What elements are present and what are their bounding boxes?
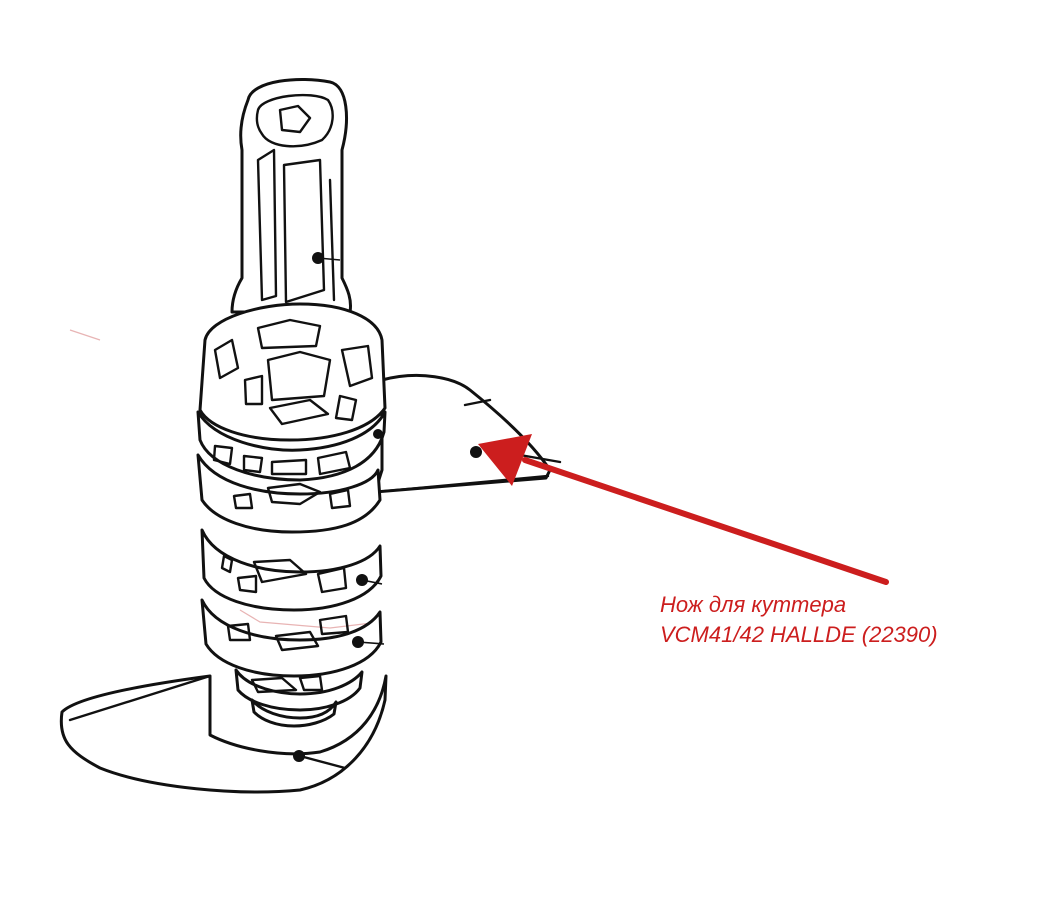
part-caption: Нож для куттера VCM41/42 HALLDE (22390)	[660, 590, 938, 650]
upper-blade-rivet	[470, 446, 482, 458]
upper-blade	[373, 373, 562, 494]
bottom-blade	[59, 674, 388, 794]
caption-line-2: VCM41/42 HALLDE (22390)	[660, 622, 938, 647]
bottom-blade-rivet	[293, 750, 305, 762]
ring3-rivet	[356, 574, 368, 586]
hub-column	[196, 77, 387, 728]
pointer-arrow	[478, 434, 889, 585]
shaft-marker	[312, 252, 324, 264]
ring4-rivet	[352, 636, 364, 648]
caption-line-1: Нож для куттера	[660, 592, 847, 617]
ring1-rivet	[373, 429, 383, 439]
